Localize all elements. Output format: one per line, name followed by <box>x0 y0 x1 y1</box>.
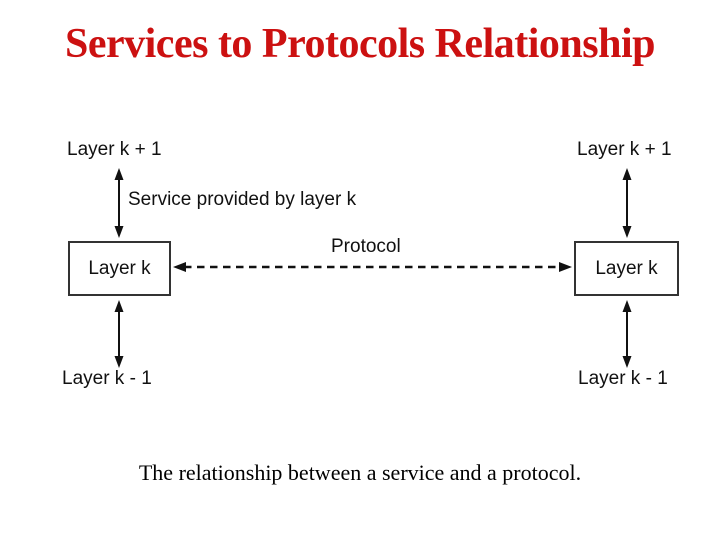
figure-caption: The relationship between a service and a… <box>138 460 582 485</box>
right-upper-layer-label: Layer k + 1 <box>577 139 672 160</box>
left-lower-layer-label: Layer k - 1 <box>62 368 152 389</box>
page-title: Services to Protocols Relationship <box>65 21 656 67</box>
left-upper-layer-label: Layer k + 1 <box>67 139 162 160</box>
left-lower-double-arrow-icon <box>114 300 124 368</box>
left-upper-double-arrow-icon <box>114 168 124 238</box>
right-upper-double-arrow-icon <box>622 168 632 238</box>
right-lower-double-arrow-icon <box>622 300 632 368</box>
left-layer-k-box-label: Layer k <box>88 257 151 279</box>
protocol-dashed-double-arrow-icon <box>173 262 572 272</box>
service-label: Service provided by layer k <box>128 189 357 210</box>
left-layer-k-box: Layer k <box>68 241 171 296</box>
right-layer-k-box-label: Layer k <box>595 257 658 279</box>
right-layer-k-box: Layer k <box>574 241 679 296</box>
right-lower-layer-label: Layer k - 1 <box>578 368 668 389</box>
protocol-label: Protocol <box>331 236 401 257</box>
